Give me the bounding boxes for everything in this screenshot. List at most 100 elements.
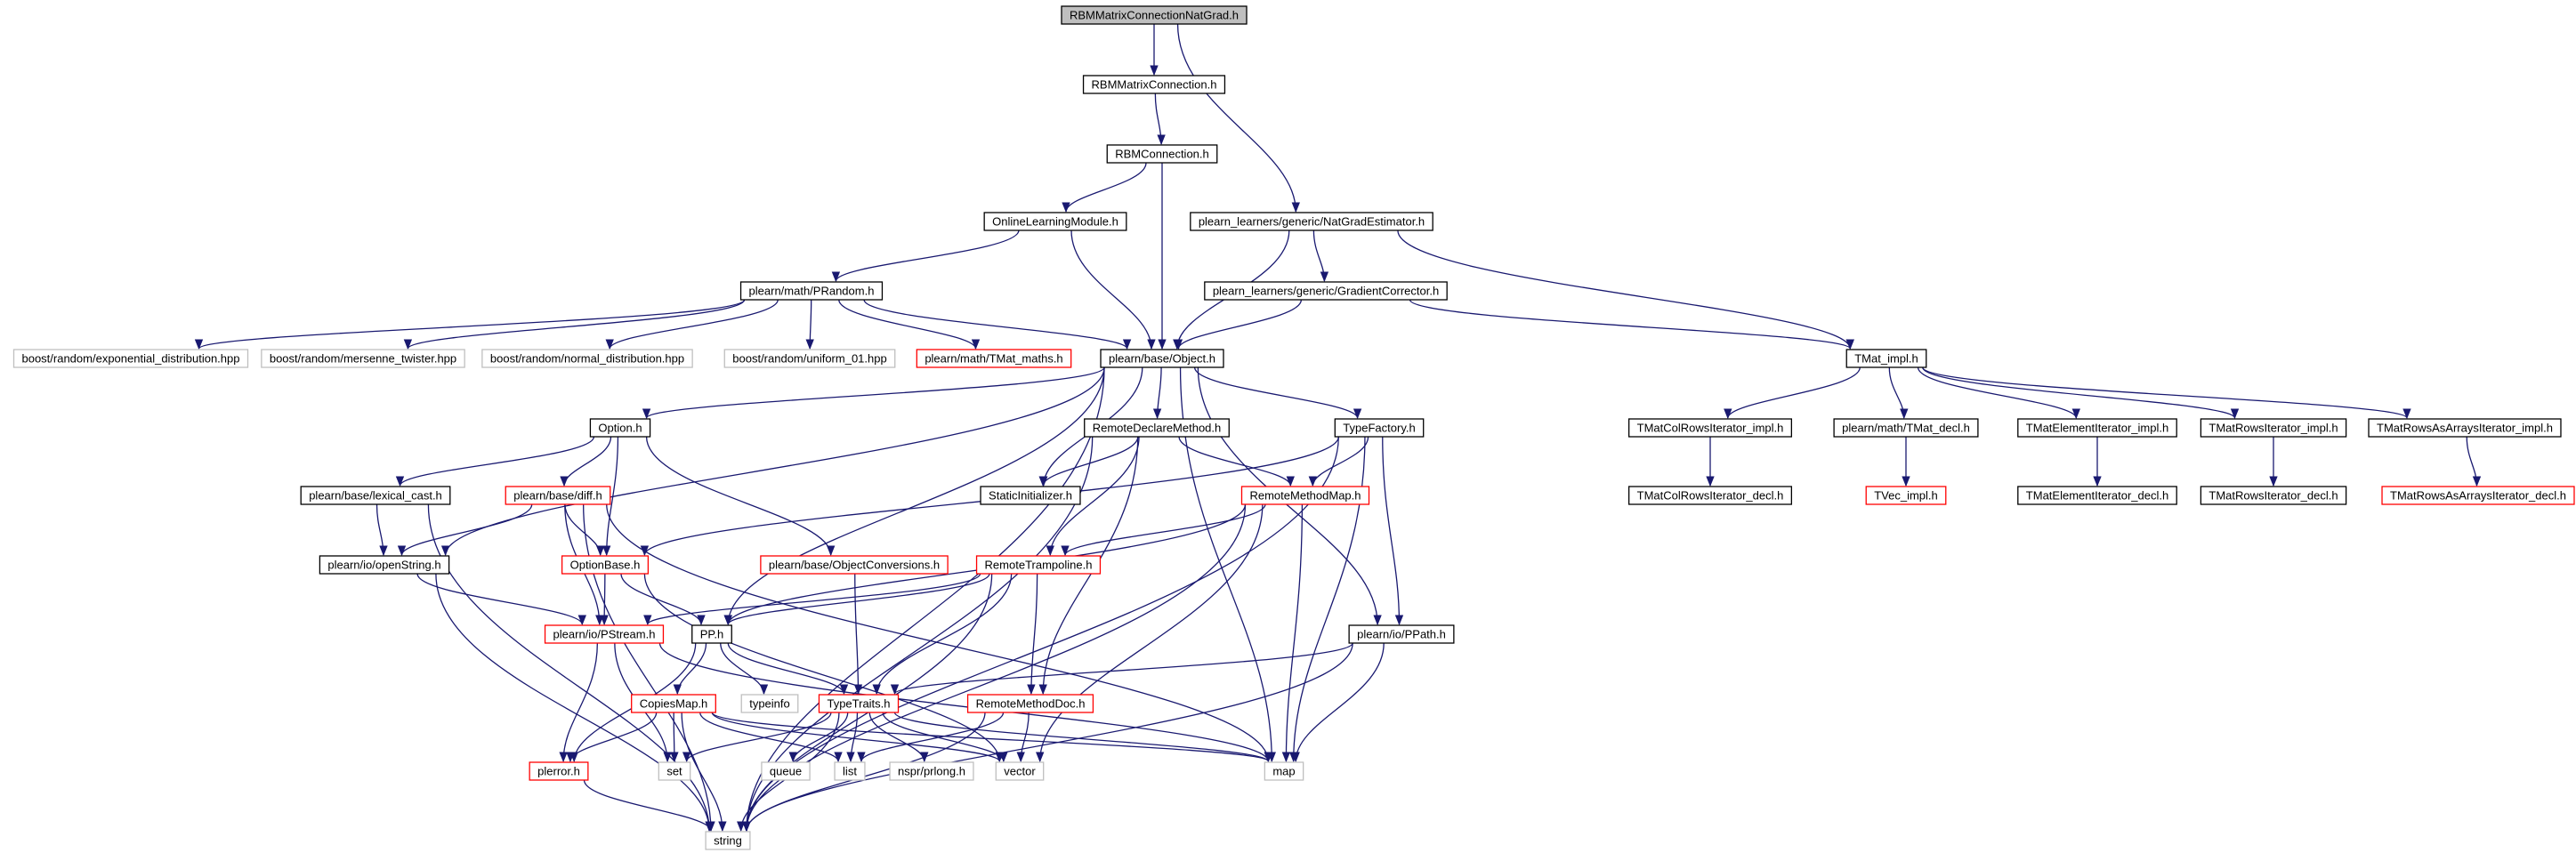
node-tfac[interactable]: TypeFactory.h xyxy=(1334,418,1425,438)
node-label: RBMMatrixConnectionNatGrad.h xyxy=(1070,9,1239,22)
edge-prandom-to-bexp xyxy=(195,299,746,350)
node-lexcast[interactable]: plearn/base/lexical_cast.h xyxy=(300,486,451,505)
node-box xyxy=(723,349,896,368)
node-bexp: boost/random/exponential_distribution.hp… xyxy=(12,349,249,368)
node-label: TMatRowsAsArraysIterator_impl.h xyxy=(2377,422,2553,435)
edge-tmatimpl-to-trai xyxy=(1922,366,2411,420)
node-box xyxy=(481,349,693,368)
node-optbase[interactable]: OptionBase.h xyxy=(561,555,650,575)
edge-perror-to-string xyxy=(583,779,715,833)
node-rmm[interactable]: RemoteMethodMap.h xyxy=(1240,486,1370,505)
node-ted[interactable]: TMatElementIterator_decl.h xyxy=(2017,486,2177,505)
edge-prandom-to-bnorm xyxy=(605,299,779,350)
node-rmdoc[interactable]: RemoteMethodDoc.h xyxy=(966,694,1094,713)
node-prandom[interactable]: plearn/math/PRandom.h xyxy=(739,281,884,301)
node-label: RBMMatrixConnection.h xyxy=(1092,78,1217,92)
node-label: plearn_learners/generic/GradientCorrecto… xyxy=(1213,285,1439,298)
node-objconv[interactable]: plearn/base/ObjectConversions.h xyxy=(760,555,949,575)
node-gc[interactable]: plearn_learners/generic/GradientCorrecto… xyxy=(1204,281,1448,301)
node-trad[interactable]: TMatRowsAsArraysIterator_decl.h xyxy=(2381,486,2575,505)
node-box xyxy=(760,555,949,575)
node-box xyxy=(1240,486,1370,505)
edge-lexcast-to-string xyxy=(427,503,714,833)
node-pstream[interactable]: plearn/io/PStream.h xyxy=(544,624,665,644)
node-rdm[interactable]: RemoteDeclareMethod.h xyxy=(1084,418,1230,438)
node-option[interactable]: Option.h xyxy=(589,418,651,438)
node-label: RemoteMethodDoc.h xyxy=(976,697,1086,711)
node-perror[interactable]: plerror.h xyxy=(529,761,589,781)
node-bmt: boost/random/mersenne_twister.hpp xyxy=(261,349,465,368)
node-label: TMatColRowsIterator_impl.h xyxy=(1637,422,1784,435)
node-label: plearn/base/Object.h xyxy=(1109,352,1215,366)
node-ttraits[interactable]: TypeTraits.h xyxy=(818,694,900,713)
node-label: TMatElementIterator_impl.h xyxy=(2026,422,2168,435)
edge-object-to-ppath xyxy=(1197,366,1382,626)
node-label: nspr/prlong.h xyxy=(898,765,965,778)
node-label: plearn/base/diff.h xyxy=(513,489,602,503)
node-box xyxy=(1627,418,1793,438)
node-label: TVec_impl.h xyxy=(1874,489,1938,503)
edge-tmatimpl-to-teii xyxy=(1917,366,2080,420)
edge-ttraits-to-nspr xyxy=(868,712,929,763)
node-box xyxy=(705,831,751,850)
node-olm[interactable]: OnlineLearningModule.h xyxy=(983,212,1127,231)
node-tmaths[interactable]: plearn/math/TMat_maths.h xyxy=(916,349,1072,368)
node-rbmc[interactable]: RBMConnection.h xyxy=(1106,144,1218,164)
node-label: TMatElementIterator_decl.h xyxy=(2026,489,2168,503)
edge-optbase-to-vector xyxy=(643,573,1004,763)
edge-object-to-pp xyxy=(723,366,1105,626)
edge-ttraits-to-set xyxy=(682,712,832,763)
edge-rtramp-to-pp xyxy=(723,573,990,626)
node-copies[interactable]: CopiesMap.h xyxy=(631,694,716,713)
edge-prandom-to-buni xyxy=(805,299,814,350)
node-tcrd[interactable]: TMatColRowsIterator_decl.h xyxy=(1627,486,1793,505)
node-ppath[interactable]: plearn/io/PPath.h xyxy=(1348,624,1455,644)
edge-option-to-optbase xyxy=(602,436,619,557)
node-label: boost/random/mersenne_twister.hpp xyxy=(270,352,456,366)
edge-object-to-option xyxy=(642,366,1105,420)
edge-ttraits-to-list xyxy=(846,712,859,763)
node-box xyxy=(529,761,589,781)
node-diff[interactable]: plearn/base/diff.h xyxy=(505,486,611,505)
node-tri[interactable]: TMatRowsIterator_impl.h xyxy=(2200,418,2347,438)
edge-root-to-nge xyxy=(1176,23,1300,213)
node-box xyxy=(1100,349,1224,368)
node-box xyxy=(2017,486,2177,505)
node-rtramp[interactable]: RemoteTrampoline.h xyxy=(975,555,1102,575)
edge-tmatimpl-to-tmdecl xyxy=(1888,366,1909,420)
node-label: boost/random/exponential_distribution.hp… xyxy=(21,352,239,366)
node-root[interactable]: RBMMatrixConnectionNatGrad.h xyxy=(1061,5,1248,25)
node-label: plearn/io/openString.h xyxy=(327,559,440,572)
node-teii[interactable]: TMatElementIterator_impl.h xyxy=(2017,418,2177,438)
node-box xyxy=(691,624,732,644)
node-label: map xyxy=(1272,765,1295,778)
edge-rtramp-to-pstream xyxy=(643,573,981,626)
node-label: TMatRowsAsArraysIterator_decl.h xyxy=(2390,489,2566,503)
edge-ppath-to-map xyxy=(1291,642,1385,763)
node-nspr: nspr/prlong.h xyxy=(889,761,974,781)
node-object[interactable]: plearn/base/Object.h xyxy=(1100,349,1224,368)
node-label: string xyxy=(714,834,742,848)
node-tmdecl[interactable]: plearn/math/TMat_decl.h xyxy=(1833,418,1979,438)
node-box xyxy=(739,281,884,301)
node-trai[interactable]: TMatRowsAsArraysIterator_impl.h xyxy=(2368,418,2562,438)
node-tcri[interactable]: TMatColRowsIterator_impl.h xyxy=(1627,418,1793,438)
node-box xyxy=(975,555,1102,575)
node-nge[interactable]: plearn_learners/generic/NatGradEstimator… xyxy=(1190,212,1433,231)
node-pp[interactable]: PP.h xyxy=(691,624,732,644)
node-tmatimpl[interactable]: TMat_impl.h xyxy=(1845,349,1927,368)
node-sinit[interactable]: StaticInitializer.h xyxy=(980,486,1081,505)
edge-copies-to-list xyxy=(699,712,843,763)
node-queue: queue xyxy=(761,761,811,781)
edge-copies-to-vector xyxy=(711,712,1004,763)
node-rbmmc[interactable]: RBMMatrixConnection.h xyxy=(1082,75,1226,94)
node-box xyxy=(980,486,1081,505)
node-box xyxy=(740,694,799,713)
node-tvec[interactable]: TVec_impl.h xyxy=(1865,486,1947,505)
edge-pp-to-copies xyxy=(673,642,707,696)
node-openstr[interactable]: plearn/io/openString.h xyxy=(319,555,450,575)
node-box xyxy=(2200,418,2347,438)
node-label: RemoteDeclareMethod.h xyxy=(1093,422,1222,435)
node-trd[interactable]: TMatRowsIterator_decl.h xyxy=(2200,486,2347,505)
edge-lexcast-to-openstr xyxy=(375,503,388,557)
